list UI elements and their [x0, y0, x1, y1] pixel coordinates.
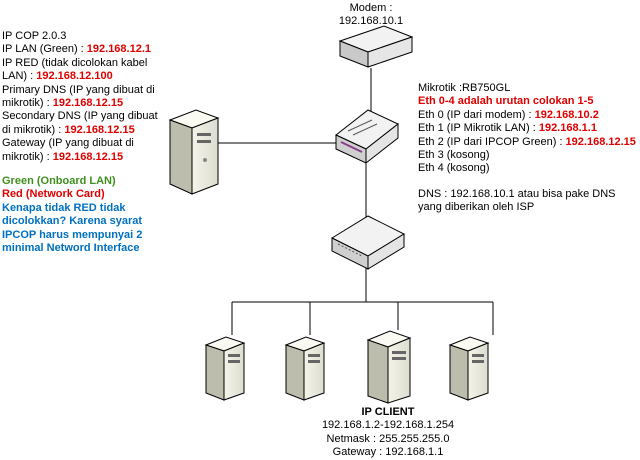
mikrotik-eth4: Eth 4 (kosong)	[418, 162, 490, 175]
ipcop-server-tower	[168, 109, 220, 195]
ipcop-lan-label: IP LAN (Green) :	[2, 43, 87, 56]
ipcop-lan-line: IP LAN (Green) : 192.168.12.1	[2, 43, 158, 56]
ipcop-config-block: IP COP 2.0.3 IP LAN (Green) : 192.168.12…	[2, 30, 158, 164]
mikrotik-eth1-ip: 192.168.1.1	[538, 122, 597, 135]
ipcop-lan-ip: 192.168.12.1	[86, 43, 152, 56]
ipcop-version: IP COP 2.0.3	[2, 30, 67, 42]
mikrotik-eth3: Eth 3 (kosong)	[418, 149, 490, 162]
client-pc-2	[284, 336, 326, 401]
ipcop-pdns-line: mikrotik) : 192.168.12.15	[2, 97, 158, 110]
modem-device	[338, 25, 414, 68]
mikrotik-router-device	[335, 109, 399, 165]
mikrotik-eth1-line: Eth 1 (IP Mikrotik LAN) : 192.168.1.1	[418, 122, 636, 135]
mikrotik-config-block: Mikrotik :RB750GL Eth 0-4 adalah urutan …	[418, 82, 636, 215]
ipcop-red-label-2: LAN) :	[2, 70, 37, 83]
ipcop-sdns-label-1: Secondary DNS (IP yang dibuat	[2, 110, 158, 123]
connection-lines	[213, 68, 494, 335]
ipcop-pdns-ip: 192.168.12.15	[52, 97, 124, 110]
ipcop-sdns-label-2: di mikrotik) :	[2, 123, 65, 136]
client-gateway: Gateway : 192.168.1.1	[332, 446, 444, 459]
client-title: IP CLIENT	[361, 406, 415, 418]
switch-device	[330, 215, 406, 270]
legend-note-4: minimal Netword Interface	[2, 242, 140, 255]
mikrotik-eth0-line: Eth 0 (IP dari modem) : 192.168.10.2	[418, 109, 636, 122]
modem-label: Modem : 192.168.10.1	[316, 2, 426, 29]
modem-ip: 192.168.10.1	[338, 15, 404, 28]
mikrotik-dns-1: DNS : 192.168.10.1 atau bisa pake DNS	[418, 187, 616, 200]
mikrotik-order-note: Eth 0-4 adalah urutan colokan 1-5	[418, 95, 594, 108]
legend-note-1: Kenapa tidak RED tidak	[2, 201, 126, 214]
mikrotik-eth2-line: Eth 2 (IP dari IPCOP Green) : 192.168.12…	[418, 136, 636, 149]
modem-title: Modem :	[349, 2, 393, 14]
legend-red: Red (Network Card)	[2, 188, 105, 201]
mikrotik-eth0-label: Eth 0 (IP dari modem) :	[418, 108, 535, 121]
legend-green: Green (Onboard LAN)	[2, 175, 116, 187]
legend-note-3: IPCOP harus mempunyai 2	[2, 228, 143, 241]
ipcop-pdns-label-2: mikrotik) :	[2, 97, 53, 110]
client-range: 192.168.1.2-192.168.1.254	[321, 419, 455, 432]
mikrotik-spacer	[418, 176, 636, 188]
ipcop-sdns-ip: 192.168.12.15	[64, 123, 135, 136]
client-pc-4	[448, 336, 490, 401]
ipcop-sdns-line: di mikrotik) : 192.168.12.15	[2, 124, 158, 137]
mikrotik-title: Mikrotik :RB750GL	[418, 82, 511, 94]
client-config-block: IP CLIENT 192.168.1.2-192.168.1.254 Netm…	[288, 406, 488, 460]
mikrotik-dns-2: yang diberikan oleh ISP	[418, 201, 535, 214]
legend-note-2: dicolokkan? Karena syarat	[2, 215, 143, 228]
mikrotik-eth2-ip: 192.168.12.15	[565, 135, 636, 148]
ipcop-red-label-1: IP RED (tidak dicolokan kabel	[2, 56, 148, 69]
client-pc-1	[204, 336, 246, 401]
legend-block: Green (Onboard LAN) Red (Network Card) K…	[2, 175, 142, 255]
client-pc-3	[366, 330, 412, 404]
ipcop-red-ip: 192.168.12.100	[36, 70, 113, 83]
ipcop-gw-ip: 192.168.12.15	[52, 150, 124, 163]
ipcop-gw-label-2: mikrotik) :	[2, 150, 53, 163]
mikrotik-eth1-label: Eth 1 (IP Mikrotik LAN) :	[418, 122, 539, 135]
ipcop-gw-line: mikrotik) : 192.168.12.15	[2, 151, 158, 164]
ipcop-gw-label-1: Gateway (IP yang dibuat di	[2, 137, 134, 150]
mikrotik-eth2-label: Eth 2 (IP dari IPCOP Green) :	[418, 135, 566, 148]
mikrotik-eth0-ip: 192.168.10.2	[534, 108, 599, 121]
ipcop-pdns-label-1: Primary DNS (IP yang dibuat di	[2, 83, 155, 96]
client-netmask: Netmask : 255.255.255.0	[326, 432, 450, 445]
ipcop-red-line: LAN) : 192.168.12.100	[2, 70, 158, 83]
